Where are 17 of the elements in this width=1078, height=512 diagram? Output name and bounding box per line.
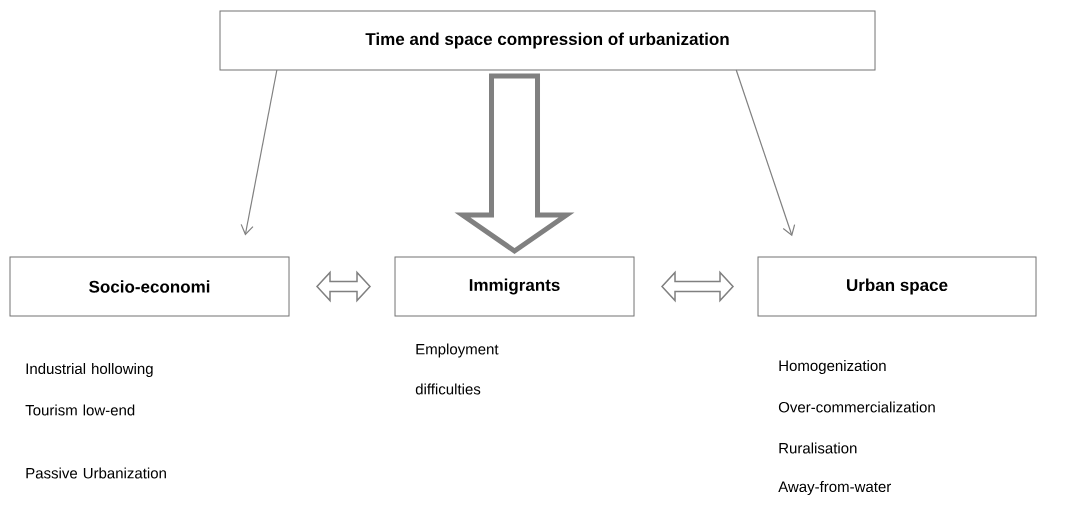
list-item: Over-commercialization xyxy=(778,401,935,413)
block-arrow xyxy=(661,270,735,303)
list-item: Industrial hollowing xyxy=(26,363,153,377)
process-box: Immigrants xyxy=(394,256,635,317)
arrow xyxy=(735,69,796,237)
process-box: Time and space compression of urbanization xyxy=(219,10,876,71)
process-box: Socio-economi xyxy=(9,256,290,317)
list-item: Employment difficulties xyxy=(415,343,499,395)
arrow xyxy=(240,69,278,236)
process-box: Urban space xyxy=(757,256,1037,317)
block-arrow xyxy=(316,270,372,303)
block-arrow xyxy=(454,73,575,255)
list-item: Passive Urbanization xyxy=(26,467,166,479)
list-item: Tourism low-end xyxy=(25,404,135,416)
list-item: Ruralisation xyxy=(779,442,857,454)
list-item: Away-from-water xyxy=(778,481,891,495)
list-item: Homogenization xyxy=(779,360,886,374)
